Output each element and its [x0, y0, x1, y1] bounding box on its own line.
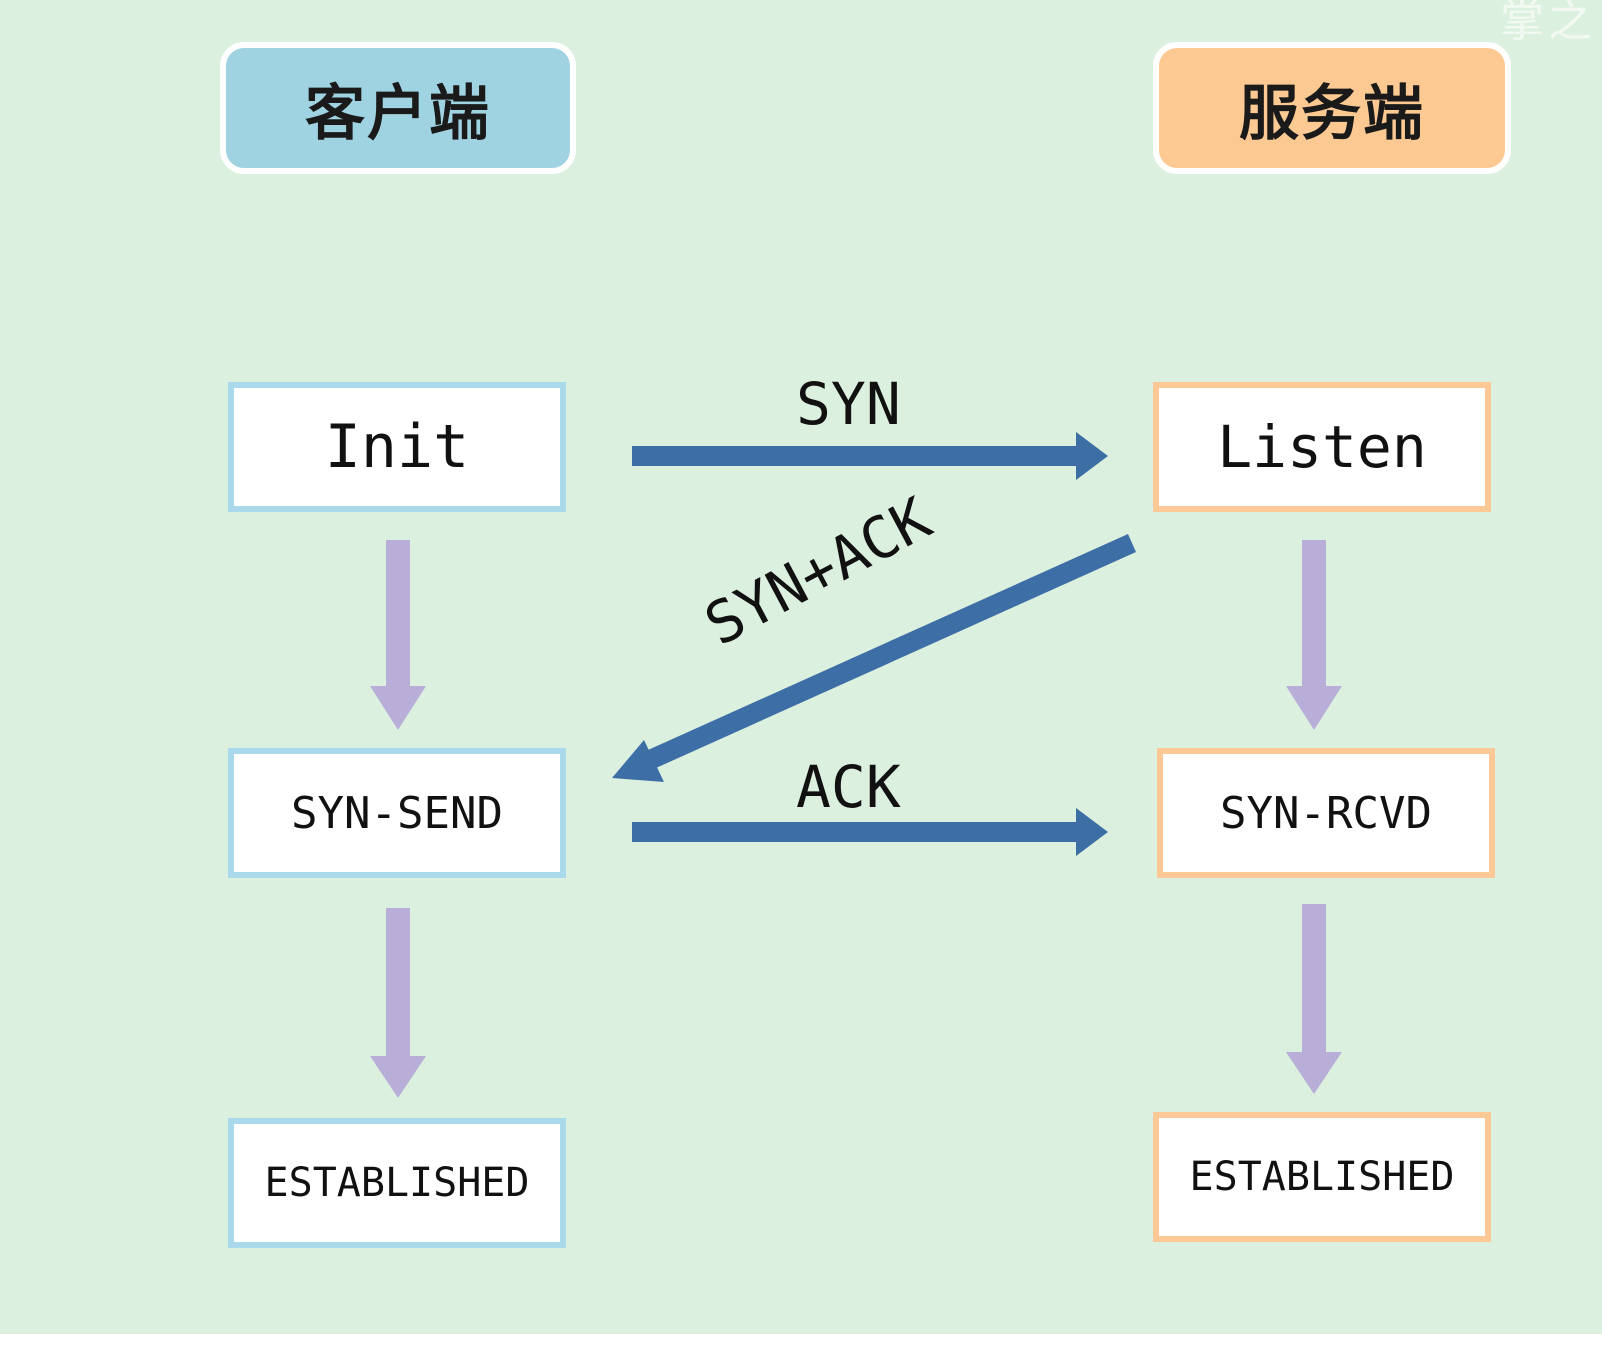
syn-label: SYN: [796, 370, 901, 438]
server-arrow-listen-to-synrcvd: [1286, 540, 1342, 730]
bottom-strip: [0, 1334, 1602, 1346]
syn-arrow: [632, 432, 1108, 480]
client-arrow-init-to-synsend: [370, 540, 426, 730]
watermark: 掌之: [1500, 0, 1596, 47]
client-state-syn-send: SYN-SEND: [228, 748, 566, 878]
synack-arrow: [612, 534, 1136, 782]
client-header: 客户端: [220, 42, 576, 174]
ack-arrow: [632, 808, 1108, 856]
client-transition-arrows: [370, 540, 426, 1098]
server-header: 服务端: [1153, 42, 1511, 174]
message-arrows: [612, 432, 1136, 856]
client-arrow-synsend-to-established: [370, 908, 426, 1098]
server-state-established: ESTABLISHED: [1153, 1112, 1491, 1242]
ack-label: ACK: [796, 753, 901, 821]
server-arrow-synrcvd-to-established: [1286, 904, 1342, 1094]
client-state-established: ESTABLISHED: [228, 1118, 566, 1248]
server-state-listen: Listen: [1153, 382, 1491, 512]
server-state-syn-rcvd: SYN-RCVD: [1157, 748, 1495, 878]
client-state-init: Init: [228, 382, 566, 512]
server-transition-arrows: [1286, 540, 1342, 1094]
